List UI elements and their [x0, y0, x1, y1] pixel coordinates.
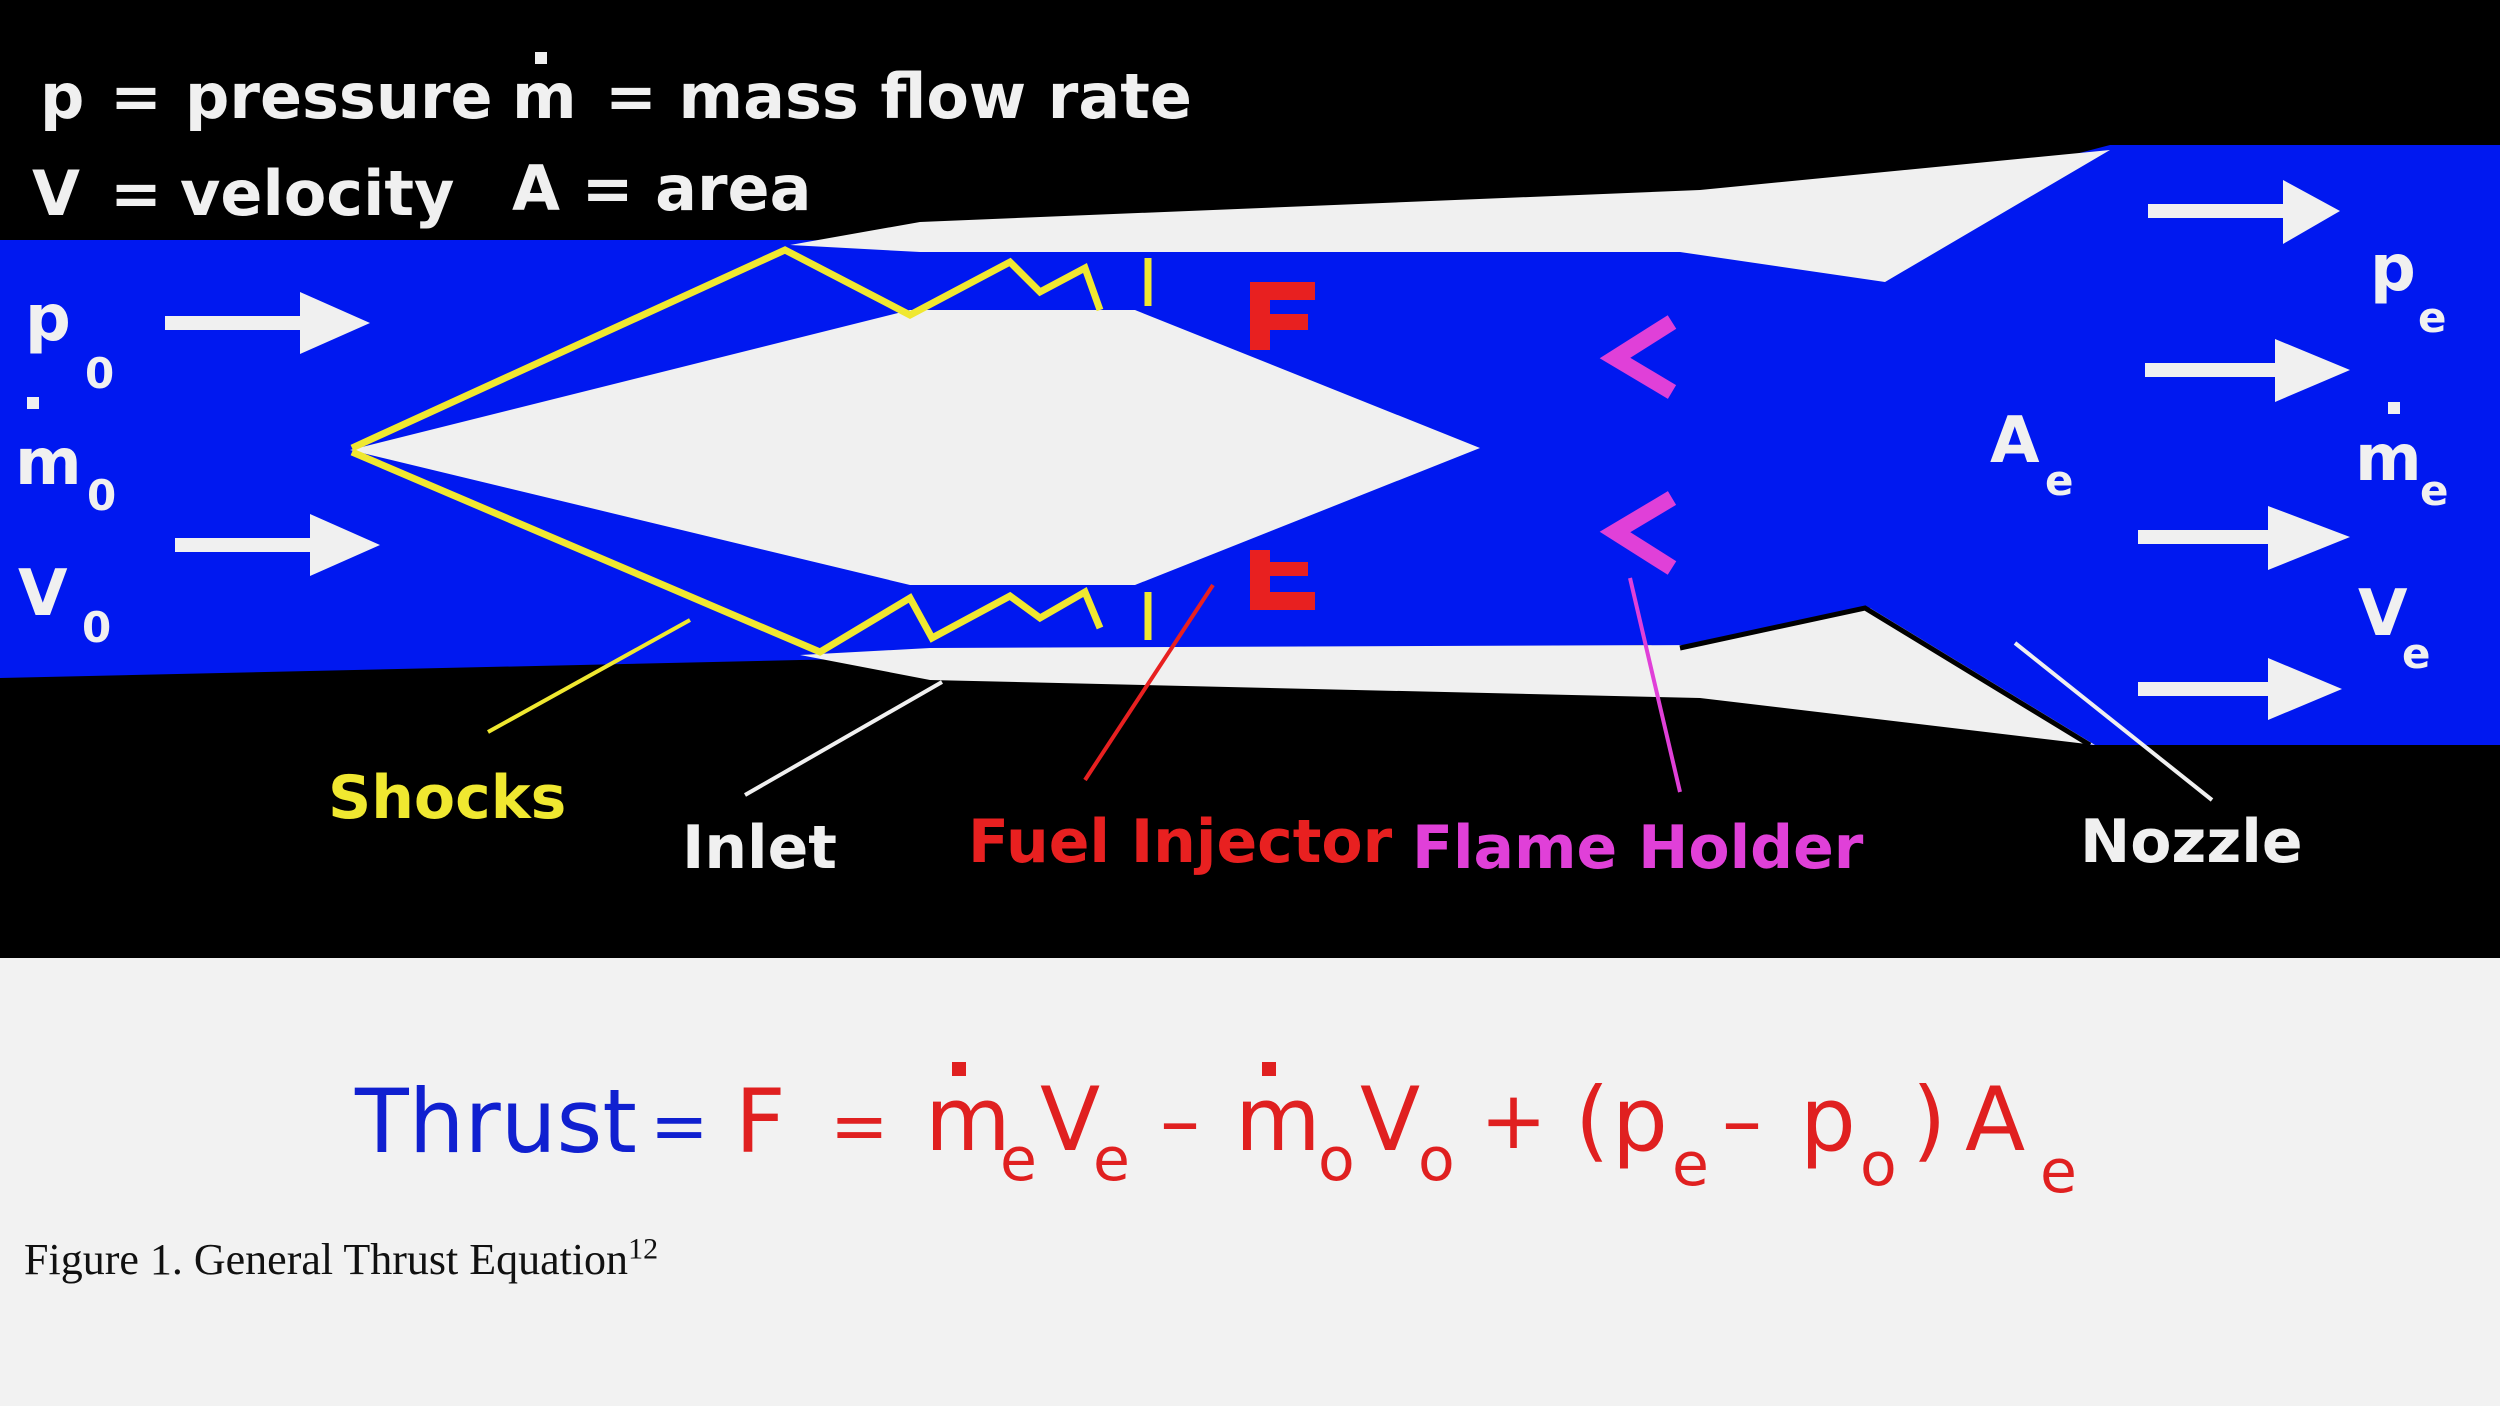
exit-m-sub: e — [2420, 466, 2449, 515]
equation-v1: V — [1040, 1068, 1100, 1171]
legend-m-dot — [535, 52, 547, 64]
equation-f: F — [735, 1070, 786, 1173]
equation-rparen: ) — [1912, 1068, 1946, 1171]
thrust-equation: Thrust = F = m e V e – m o V o + ( p e –… — [354, 1062, 2077, 1207]
inflow-arrows — [165, 292, 380, 576]
equation-equals-2: = — [830, 1085, 889, 1167]
legend-m-symbol: m — [512, 60, 577, 133]
nozzle-label: Nozzle — [2080, 807, 2303, 877]
equation-m2-dot — [1262, 1062, 1276, 1076]
equation-a: A — [1965, 1068, 2025, 1171]
legend-v-equals: = — [110, 157, 162, 230]
legend-p-equals: = — [110, 60, 162, 133]
figure-caption-text: Figure 1. General Thrust Equation — [24, 1235, 629, 1284]
freestream-p-sub: 0 — [85, 349, 114, 398]
equation-a-sub: e — [2040, 1137, 2077, 1207]
legend-p-text: pressure — [185, 60, 493, 133]
flame-holder-marks — [1599, 315, 1677, 575]
legend-v-symbol: V — [32, 157, 80, 230]
equation-p2-sub: o — [1860, 1130, 1897, 1200]
upper-oblique-shock — [350, 246, 1104, 452]
equation-equals-1: = — [650, 1085, 709, 1167]
legend-p-symbol: p — [40, 60, 84, 133]
legend: p = pressure V = velocity m = mass flow … — [32, 52, 1192, 230]
exit-p-sub: e — [2418, 293, 2447, 342]
shocks-label: Shocks — [328, 763, 566, 833]
freestream-v-sub: 0 — [82, 603, 111, 652]
freestream-m-sub: 0 — [87, 471, 116, 520]
equation-v2-sub: o — [1418, 1125, 1455, 1195]
exit-area-sub: e — [2045, 456, 2074, 505]
legend-m-text: = mass flow rate — [605, 60, 1192, 133]
freestream-v: V — [18, 557, 68, 631]
freestream-labels: p 0 m 0 V 0 — [15, 282, 116, 652]
shock-system — [350, 246, 1152, 656]
equation-p1: p — [1612, 1068, 1668, 1171]
inlet-leader — [744, 680, 943, 797]
equation-v2: V — [1360, 1068, 1420, 1171]
legend-a-text: A = area — [512, 152, 811, 225]
exit-v-sub: e — [2402, 629, 2431, 678]
equation-minus-1: – — [1160, 1074, 1200, 1167]
fuel-injector-label: Fuel Injector — [968, 807, 1393, 877]
equation-p2: p — [1800, 1068, 1856, 1171]
exit-v: V — [2358, 577, 2408, 651]
equation-v1-sub: e — [1093, 1125, 1130, 1195]
equation-lparen: ( — [1575, 1068, 1609, 1171]
equation-m1-dot — [952, 1062, 966, 1076]
lower-cowl — [800, 608, 2095, 745]
inlet-label: Inlet — [682, 813, 837, 883]
flame-holder-label: Flame Holder — [1412, 813, 1864, 883]
lower-oblique-shock — [350, 448, 1104, 656]
fuel-injector-leader — [1083, 583, 1215, 782]
figure-caption-reference: 12 — [628, 1232, 659, 1266]
equation-m2-sub: o — [1318, 1125, 1355, 1195]
freestream-m: m — [15, 426, 82, 500]
fuel-injector-marks — [1250, 282, 1315, 610]
exit-area: A — [1990, 404, 2040, 478]
equation-m2: m — [1235, 1068, 1321, 1171]
nozzle-leader — [2013, 641, 2214, 802]
ramjet-diagram: p = pressure V = velocity m = mass flow … — [0, 0, 2500, 958]
legend-v-text: velocity — [180, 157, 454, 230]
equation-thrust-word: Thrust — [354, 1070, 637, 1173]
freestream-m-dot — [27, 397, 39, 409]
nozzle-contour — [1679, 605, 2092, 748]
freestream-p: p — [25, 282, 71, 356]
equation-minus-2: – — [1722, 1074, 1762, 1167]
figure-caption: Figure 1. General Thrust Equation12 — [24, 1234, 658, 1285]
outflow-arrows — [2138, 180, 2350, 720]
equation-m1: m — [925, 1068, 1011, 1171]
exit-m-dot — [2388, 402, 2400, 414]
upper-cowl — [790, 150, 2110, 282]
equation-m1-sub: e — [1000, 1125, 1037, 1195]
exit-labels: p e m e V e A e — [1990, 232, 2449, 678]
center-body — [350, 310, 1480, 585]
equation-plus: + — [1480, 1074, 1547, 1167]
shocks-leader — [487, 618, 691, 734]
flame-holder-leader — [1628, 577, 1682, 793]
exit-m: m — [2355, 422, 2422, 496]
equation-p1-sub: e — [1672, 1130, 1709, 1200]
exit-p: p — [2370, 232, 2416, 306]
